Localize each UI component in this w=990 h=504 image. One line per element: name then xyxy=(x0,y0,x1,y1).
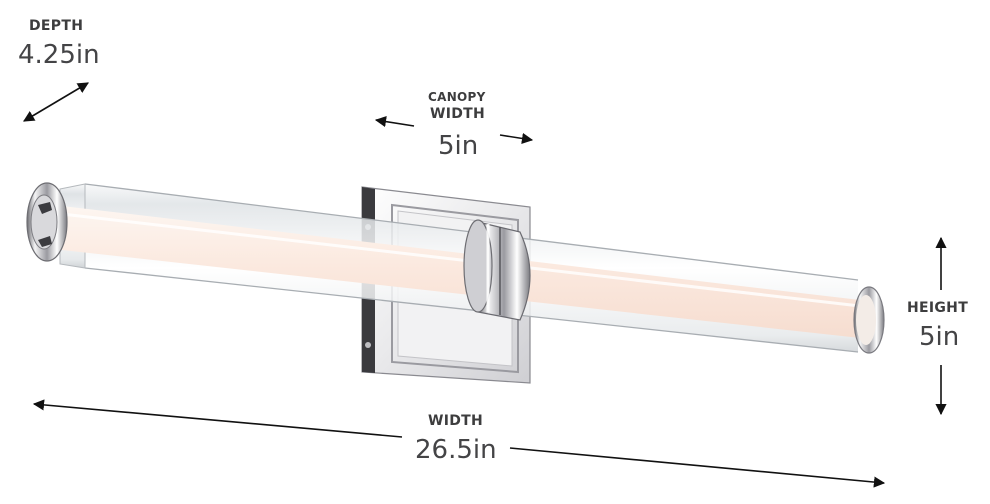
depth-arrow xyxy=(23,82,89,122)
canopy-label-line2: WIDTH xyxy=(430,106,486,122)
width-arrow-left xyxy=(32,399,403,438)
right-end-cap xyxy=(853,286,885,354)
depth-label: DEPTH xyxy=(29,18,84,34)
canopy-arrow-left xyxy=(374,116,415,128)
canopy-arrow-right xyxy=(499,132,534,144)
height-label: HEIGHT xyxy=(907,300,969,316)
left-end-cap xyxy=(26,182,68,262)
width-arrow-right xyxy=(509,447,886,488)
diffuser xyxy=(62,206,860,338)
canopy-value: 5in xyxy=(438,131,479,161)
center-collar xyxy=(463,219,531,321)
width-value: 26.5in xyxy=(415,435,497,465)
height-value: 5in xyxy=(919,322,960,352)
canopy-label-line1: CANOPY xyxy=(428,90,486,104)
depth-value: 4.25in xyxy=(18,40,100,70)
width-label: WIDTH xyxy=(428,413,484,429)
